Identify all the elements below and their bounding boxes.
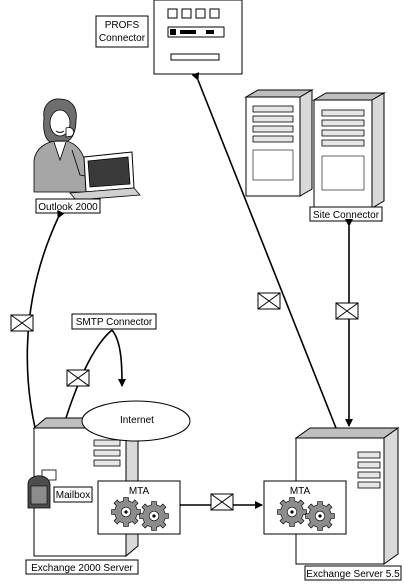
envelope-icon [66, 369, 90, 387]
outlook-label: Outlook 2000 [35, 198, 101, 214]
mta-left-label: MTA [129, 486, 150, 497]
gear-icon [111, 497, 141, 527]
envelope-icon [210, 493, 234, 511]
user-at-laptop-icon [33, 98, 141, 201]
site-connector-label-text: Site Connector [313, 210, 380, 221]
mailbox-icon: Mailbox [27, 469, 93, 509]
mta-right-label: MTA [290, 486, 311, 497]
profs-connector-label: PROFS Connector [95, 15, 149, 48]
envelope-icon [257, 292, 281, 310]
mta-left: MTA [97, 480, 181, 535]
site-connector-label: Site Connector [309, 206, 383, 222]
profs-label-line2: Connector [99, 33, 146, 44]
internet-cloud-icon: Internet [81, 400, 191, 442]
gear-icon [277, 497, 307, 527]
outlook-label-text: Outlook 2000 [38, 202, 98, 213]
exchange-55-label-text: Exchange Server 5.5 [306, 569, 400, 580]
exchange-55-label: Exchange Server 5.5 [304, 565, 402, 581]
smtp-to-internet-link [111, 329, 126, 387]
gear-icon [305, 501, 335, 531]
profs-link [191, 72, 337, 429]
exchange-2000-label: Exchange 2000 Server [25, 559, 139, 575]
mta-right: MTA [263, 480, 347, 535]
gear-icon [139, 501, 169, 531]
server-tower-icon [244, 89, 314, 197]
mainframe-icon [153, 0, 243, 75]
envelope-icon [10, 314, 34, 332]
server-tower-icon [312, 92, 386, 209]
internet-label: Internet [120, 415, 154, 426]
exchange-2000-label-text: Exchange 2000 Server [31, 563, 133, 574]
envelope-icon [335, 302, 359, 320]
smtp-connector-label-text: SMTP Connector [76, 317, 153, 328]
smtp-connector-label: SMTP Connector [71, 313, 157, 330]
mailbox-label: Mailbox [56, 490, 90, 501]
profs-label-line1: PROFS [105, 20, 140, 31]
